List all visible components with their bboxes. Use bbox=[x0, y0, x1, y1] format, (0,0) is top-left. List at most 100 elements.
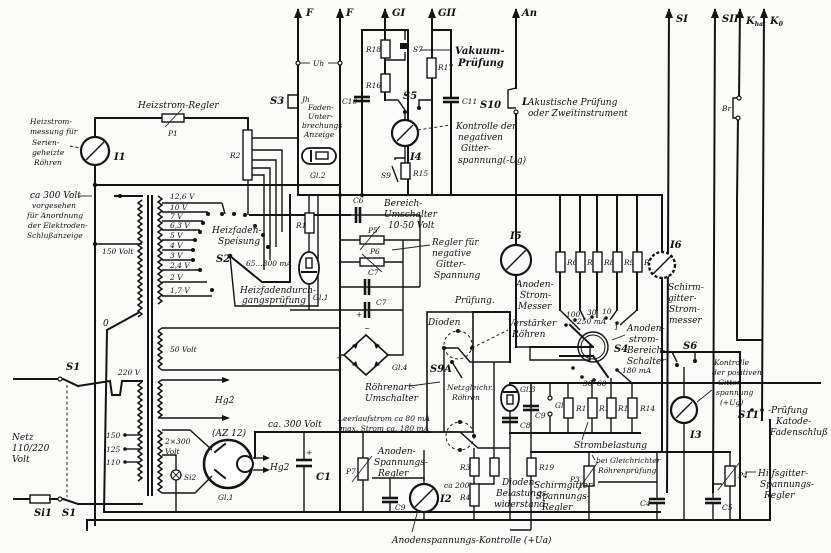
svg-text:Schlußanzeige: Schlußanzeige bbox=[27, 231, 83, 240]
svg-text:Schalter: Schalter bbox=[627, 357, 666, 367]
svg-text:2,4 V: 2,4 V bbox=[169, 261, 191, 270]
ma-range-label: 65...300 mA bbox=[246, 259, 293, 268]
terminal-K0: K0 bbox=[760, 8, 784, 422]
svg-text:Bereich-: Bereich- bbox=[626, 346, 665, 356]
svg-text:Röhrenart-: Röhrenart- bbox=[364, 383, 415, 393]
heizstrom-regler-label: Heizstrom-Regler bbox=[137, 101, 219, 111]
svg-text:der positiven: der positiven bbox=[712, 368, 762, 377]
grid-network: R18 S7 Vakuum- Prüfung R16 C10 R17 C11 S… bbox=[342, 29, 527, 196]
heater-regulator-circuit: P1 Heizstrom-Regler I1 Heizstrom- messun… bbox=[29, 101, 341, 270]
heater-tap: 7 V bbox=[162, 212, 203, 222]
hg2-label-1: Hg2 bbox=[214, 396, 235, 406]
terminal-Khat-label: Khat bbox=[745, 16, 766, 28]
power-transformer: 50 Volt Hg2 2×300 Volt bbox=[136, 195, 340, 496]
svg-text:Heizfadendurch-: Heizfadendurch- bbox=[239, 286, 316, 296]
vakuum-label: Vakuum- Prüfung bbox=[455, 46, 505, 69]
resistor-R15 bbox=[400, 162, 411, 180]
svg-text:Röhren: Röhren bbox=[511, 330, 546, 340]
svg-text:7 V: 7 V bbox=[170, 212, 184, 221]
220v-label: 220 V bbox=[117, 368, 142, 377]
heater-tap: 4 V bbox=[162, 241, 193, 251]
range-1: 1 bbox=[614, 323, 619, 332]
svg-text:+: + bbox=[306, 448, 312, 457]
P4-label: P4 bbox=[737, 471, 748, 480]
S11-label: S11 bbox=[738, 410, 759, 421]
heater-tap: 10 V bbox=[162, 203, 208, 213]
svg-text:max. Strom ca. 180 mA: max. Strom ca. 180 mA bbox=[340, 424, 430, 433]
svg-text:6,3 V: 6,3 V bbox=[170, 221, 191, 230]
S10-label: S10 bbox=[480, 100, 501, 111]
svg-text:ca 300 Volt: ca 300 Volt bbox=[30, 191, 81, 201]
svg-text:Faden-: Faden- bbox=[307, 103, 334, 112]
R12-label: R12 bbox=[598, 404, 614, 413]
S2-label: S2 bbox=[216, 254, 230, 265]
S1-top-label: S1 bbox=[66, 362, 80, 373]
C9-bottom-label: C9 bbox=[395, 503, 406, 512]
Gl1-neon-label: Gl.1 bbox=[313, 293, 329, 302]
anode-range-switch-S4: S4 250 mA 100 30 10 1 180 mA 60 30 Anode… bbox=[529, 307, 666, 388]
svg-text:negative: negative bbox=[432, 249, 471, 259]
resistor-R18 bbox=[380, 39, 391, 59]
resistor-R6 bbox=[555, 251, 566, 273]
cathode-short-test-S11: S11 -Prüfung Katode- Fadenschluß bbox=[738, 406, 828, 438]
heizfaden-durchgang-label: Heizfadendurch- gangsprüfung bbox=[239, 286, 316, 306]
svg-text:spannung: spannung bbox=[716, 388, 753, 397]
S1-bottom-label: S1 bbox=[62, 508, 76, 519]
svg-text:Regler: Regler bbox=[377, 469, 409, 479]
winding-aux bbox=[136, 199, 144, 318]
svg-text:125: 125 bbox=[106, 445, 121, 454]
mains-input: 220 V S1 Si1 S1 Netz 110/220 Volt 150 12… bbox=[11, 362, 143, 519]
resistor-R9 bbox=[612, 251, 623, 273]
svg-text:Netzgleichr.: Netzgleichr. bbox=[446, 383, 493, 392]
svg-text:Röhrenprüfung: Röhrenprüfung bbox=[597, 466, 656, 475]
svg-text:bei Gleichrichter: bei Gleichrichter bbox=[596, 456, 661, 465]
terminal-F2: F bbox=[336, 8, 354, 196]
acoustic-test-S10: S10 L Akustische Prüfung oder Zweitinstr… bbox=[480, 87, 628, 196]
pruefung-katode-label: -Prüfung Katode- Fadenschluß bbox=[768, 406, 828, 438]
svg-text:Serien-: Serien- bbox=[32, 138, 60, 147]
netzgleichr-label: Netzgleichr. Röhren bbox=[446, 383, 493, 402]
terminal-F2-label: F bbox=[345, 8, 354, 19]
svg-text:negativen: negativen bbox=[458, 133, 503, 143]
C6-label: C6 bbox=[353, 196, 364, 205]
svg-text:Prüfung: Prüfung bbox=[457, 58, 504, 69]
svg-text:12,6 V: 12,6 V bbox=[170, 192, 196, 201]
svg-text:Dioden-: Dioden- bbox=[501, 478, 537, 488]
dioden-belastung-label: Dioden- Belastungs- widerstand bbox=[494, 478, 549, 510]
filament-break-indicator: S3 Jh Uh Faden- Unter- brechungs Anzeige… bbox=[270, 59, 343, 180]
neon-Gl1: R1 Gl.1 bbox=[290, 195, 340, 311]
ground-bus bbox=[86, 519, 661, 531]
svg-text:+: + bbox=[356, 310, 362, 319]
2x300-volt-label: 2×300 Volt bbox=[164, 437, 191, 456]
heater-tap: 3 V bbox=[162, 251, 193, 261]
P1-label: P1 bbox=[167, 129, 178, 138]
svg-text:messung für: messung für bbox=[30, 127, 78, 136]
ca200v-label: ca 200V bbox=[444, 481, 476, 490]
glow-Gl3-network: Gl.3 C8 C9 Gl. bbox=[500, 345, 821, 520]
svg-text:Speisung: Speisung bbox=[218, 237, 260, 247]
svg-text:gangsprüfung: gangsprüfung bbox=[242, 296, 306, 306]
C4-label: C4 bbox=[640, 499, 651, 508]
resistor-P7 bbox=[357, 457, 369, 481]
svg-text:Strom-: Strom- bbox=[520, 291, 551, 301]
svg-text:Schirm-: Schirm- bbox=[668, 283, 704, 293]
R16-label: R16 bbox=[365, 81, 381, 90]
Gl3-label: Gl.3 bbox=[520, 385, 536, 394]
anode-voltage-regulator: P7 Anoden- Spannungs- Regler C9 I2 Anode… bbox=[345, 432, 552, 546]
R15-label: R15 bbox=[412, 169, 428, 178]
svg-text:5 V: 5 V bbox=[170, 231, 184, 240]
svg-text:10 V: 10 V bbox=[170, 203, 189, 212]
winding-heater bbox=[156, 195, 164, 305]
rectifier-tube-Gl1: (AZ 12) Gl.1 Hg2 ca. 300 Volt Si2 + C1 bbox=[162, 420, 341, 512]
svg-text:1,7 V: 1,7 V bbox=[170, 286, 191, 295]
I5-label: I5 bbox=[509, 231, 522, 242]
winding-primary bbox=[136, 381, 144, 482]
svg-text:Volt: Volt bbox=[12, 455, 30, 465]
C8-label: C8 bbox=[520, 421, 531, 430]
terminal-GII: GII bbox=[428, 8, 456, 31]
svg-text:Spannungs-: Spannungs- bbox=[374, 458, 428, 468]
svg-text:Röhren: Röhren bbox=[33, 158, 62, 167]
heizfaden-speisung-switch-S2: Heizfaden- Speisung S2 65...300 mA Heizf… bbox=[211, 194, 319, 307]
ca300-volt-label: ca. 300 Volt bbox=[268, 420, 322, 430]
svg-text:vorgesehen: vorgesehen bbox=[32, 201, 76, 210]
